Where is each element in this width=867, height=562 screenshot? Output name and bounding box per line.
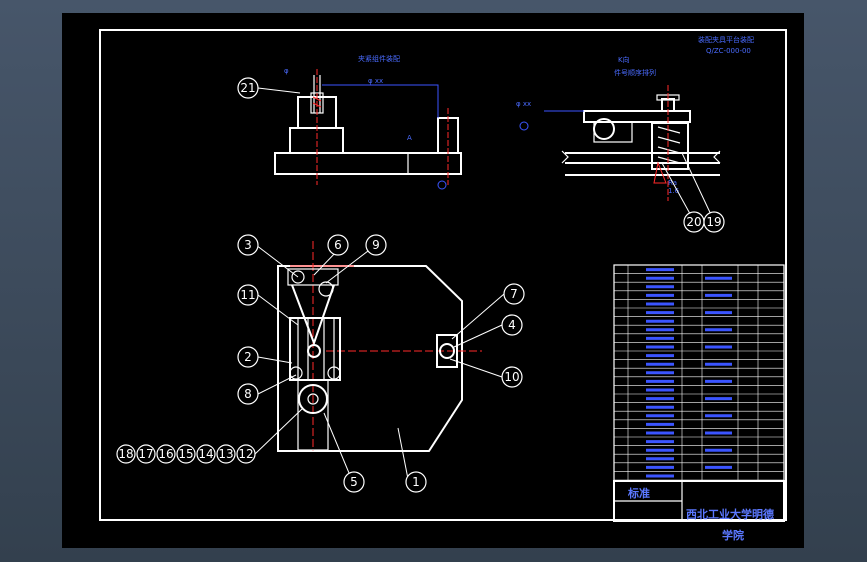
- svg-text:φ xx: φ xx: [516, 100, 531, 108]
- balloon-9: 9: [325, 234, 387, 284]
- svg-text:1: 1: [412, 475, 420, 489]
- cad-drawing: 装配夹具平台装配 Q/ZC-000-00 夹紧组件装配 φ xx φ A 21: [99, 29, 787, 542]
- balloon-7: 7: [451, 283, 525, 340]
- svg-text:φ: φ: [284, 67, 289, 75]
- drawing-sheet: 装配夹具平台装配 Q/ZC-000-00 夹紧组件装配 φ xx φ A 21: [62, 13, 804, 548]
- title-block-label: 标准: [627, 486, 650, 500]
- balloon-10: 10: [449, 358, 523, 388]
- svg-text:10: 10: [504, 370, 519, 384]
- school-name-line-1: 西北工业大学明德: [686, 507, 774, 521]
- right-view-note-2: 件号顺序排列: [614, 68, 656, 77]
- svg-text:13: 13: [218, 447, 233, 461]
- svg-text:20: 20: [686, 215, 701, 229]
- svg-text:A: A: [407, 134, 412, 142]
- side-view: φ xx K向 件号顺序排列 Ra 1.6: [516, 55, 721, 201]
- top-view-note: 夹紧组件装配: [358, 54, 400, 63]
- plan-view: [277, 241, 482, 452]
- balloon-3: 3: [237, 234, 299, 278]
- school-name-line-2: 学院: [722, 528, 744, 542]
- svg-text:12: 12: [238, 447, 253, 461]
- balloon-2: 2: [237, 346, 293, 368]
- svg-text:14: 14: [198, 447, 213, 461]
- balloon-4: 4: [453, 314, 523, 348]
- header-code: Q/ZC-000-00: [706, 47, 751, 55]
- balloon-8: 8: [237, 374, 297, 405]
- svg-text:17: 17: [138, 447, 153, 461]
- svg-text:18: 18: [118, 447, 133, 461]
- svg-text:6: 6: [334, 238, 342, 252]
- front-view: 夹紧组件装配 φ xx φ A: [274, 54, 462, 190]
- inner-border-frame: [99, 29, 787, 521]
- svg-text:φ xx: φ xx: [368, 77, 383, 85]
- balloon-5: 5: [323, 412, 365, 493]
- svg-text:8: 8: [244, 387, 252, 401]
- svg-text:15: 15: [178, 447, 193, 461]
- balloon-1: 1: [397, 427, 427, 493]
- header-title: 装配夹具平台装配: [698, 35, 754, 44]
- balloon-21: 21: [237, 77, 301, 99]
- parts-list-table: [613, 264, 785, 522]
- svg-text:4: 4: [508, 318, 516, 332]
- svg-text:1.6: 1.6: [668, 187, 680, 195]
- svg-text:5: 5: [350, 475, 358, 489]
- balloon-6: 6: [313, 234, 349, 276]
- svg-text:16: 16: [158, 447, 173, 461]
- svg-text:11: 11: [240, 288, 255, 302]
- right-view-note-1: K向: [618, 55, 630, 64]
- balloon-11: 11: [237, 284, 299, 326]
- balloon-row: 18 17 16 15 14 13 12: [116, 408, 303, 464]
- svg-text:2: 2: [244, 350, 252, 364]
- svg-text:3: 3: [244, 238, 252, 252]
- balloon-19: 19: [681, 152, 725, 233]
- title-block: 标准 西北工业大学明德 学院: [613, 480, 785, 542]
- balloon-20: 20: [661, 162, 705, 233]
- svg-text:21: 21: [240, 81, 255, 95]
- svg-text:19: 19: [706, 215, 721, 229]
- svg-text:7: 7: [510, 287, 518, 301]
- svg-text:9: 9: [372, 238, 380, 252]
